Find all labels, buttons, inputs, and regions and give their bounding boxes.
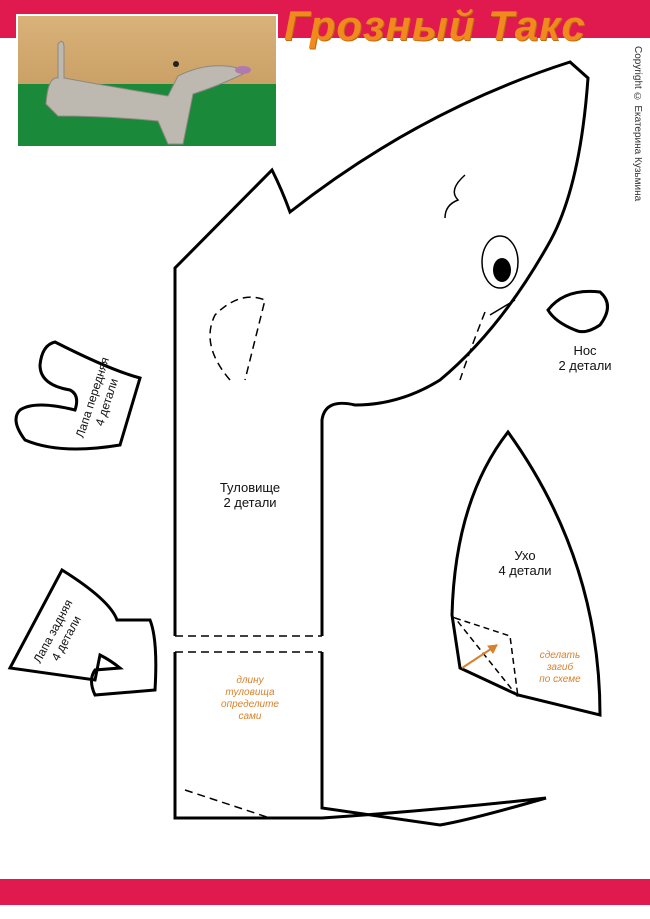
body-label: Туловище 2 детали [190, 480, 310, 510]
back-paw-piece [7, 567, 158, 697]
body-piece-top [173, 60, 590, 636]
body-piece-bottom [173, 652, 547, 827]
front-paw-piece [14, 340, 142, 451]
nose-label: Нос 2 детали [545, 343, 625, 373]
ear-name: Ухо [514, 548, 536, 563]
nose-piece [546, 289, 609, 334]
body-length-note: длину туловища определите сами [221, 675, 279, 722]
dashed-lines [175, 296, 486, 819]
footer-band [0, 879, 650, 905]
ear-fold-lines [452, 616, 520, 700]
ear-piece [450, 429, 602, 717]
fold-arrow-head [487, 644, 498, 654]
toy-photo [16, 14, 278, 148]
nose-name: Нос [573, 343, 597, 358]
body-name: Туловище [219, 480, 281, 495]
nose-count: 2 детали [558, 358, 612, 373]
copyright: Copyright © Екатерина Кузьмина [632, 46, 643, 202]
body-count: 2 детали [223, 495, 277, 510]
ear-count: 4 детали [498, 563, 552, 578]
pupil [493, 258, 511, 282]
brow [444, 174, 466, 219]
toy-photo-drawing [45, 40, 251, 145]
ear-label: Ухо 4 детали [480, 548, 570, 578]
ear-fold-note: сделать загиб по схеме [539, 650, 581, 685]
page-title: Грозный Такс [284, 2, 586, 49]
mouth [489, 299, 516, 316]
